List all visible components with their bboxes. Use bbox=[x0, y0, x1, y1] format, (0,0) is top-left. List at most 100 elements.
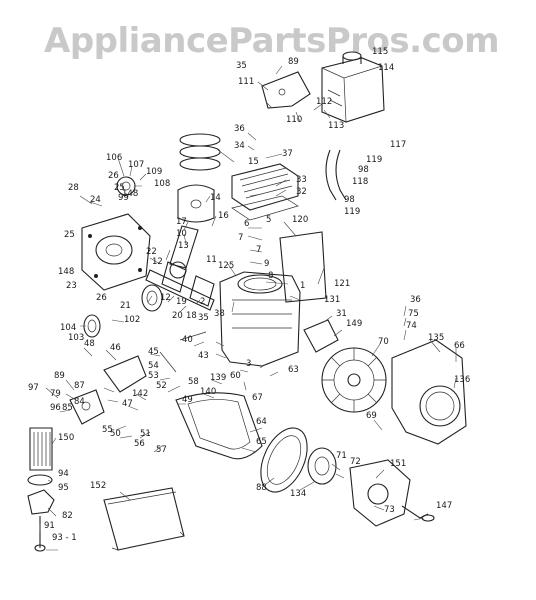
part-callout: 119 bbox=[366, 155, 382, 165]
part-callout: 121 bbox=[334, 279, 350, 289]
part-callout: 47 bbox=[122, 399, 133, 409]
part-callout: 142 bbox=[132, 389, 148, 399]
part-callout: 99 bbox=[118, 193, 129, 203]
part-callout: 147 bbox=[436, 501, 452, 511]
part-callout: 70 bbox=[378, 337, 389, 347]
part-callout: 11 bbox=[206, 255, 217, 265]
part-callout: 64 bbox=[256, 417, 267, 427]
part-callout: 111 bbox=[238, 77, 254, 87]
part-callout: 151 bbox=[390, 459, 406, 469]
part-callout: 7 bbox=[238, 233, 243, 243]
part-callout: 28 bbox=[68, 183, 79, 193]
part-callout: 114 bbox=[378, 63, 394, 73]
cam-gear bbox=[141, 284, 163, 312]
part-callout: 46 bbox=[110, 343, 121, 353]
part-callout: 73 bbox=[384, 505, 395, 515]
part-callout: 20 bbox=[172, 311, 183, 321]
part-callout: 23 bbox=[66, 281, 77, 291]
part-callout: 72 bbox=[350, 457, 361, 467]
part-callout: 14 bbox=[210, 193, 221, 203]
piston-rings bbox=[179, 133, 221, 171]
part-callout: 53 bbox=[148, 371, 159, 381]
part-callout: 112 bbox=[316, 97, 332, 107]
part-callout: 3 bbox=[246, 359, 251, 369]
part-callout: 25 bbox=[114, 183, 125, 193]
part-callout: 24 bbox=[90, 195, 101, 205]
part-callout: 75 bbox=[408, 309, 419, 319]
part-callout: 139 bbox=[210, 373, 226, 383]
part-callout: 57 bbox=[156, 445, 167, 455]
part-callout: 115 bbox=[372, 47, 388, 57]
part-callout: 149 bbox=[346, 319, 362, 329]
rewind-starter bbox=[349, 459, 435, 527]
part-callout: 52 bbox=[156, 381, 167, 391]
part-callout: 9 bbox=[264, 259, 269, 269]
part-callout: 21 bbox=[120, 301, 131, 311]
engine-block bbox=[219, 271, 301, 367]
part-callout: 12 bbox=[160, 293, 171, 303]
part-callout: 150 bbox=[58, 433, 74, 443]
part-callout: 13 bbox=[178, 241, 189, 251]
part-callout: 37 bbox=[282, 149, 293, 159]
part-callout: 32 bbox=[296, 187, 307, 197]
flywheel-screen bbox=[260, 427, 308, 493]
muffler-assembly bbox=[321, 51, 385, 123]
part-callout: 66 bbox=[454, 341, 465, 351]
part-callout: 84 bbox=[74, 397, 85, 407]
part-callout: 17 bbox=[176, 217, 187, 227]
flywheel bbox=[321, 347, 387, 413]
oil-seal bbox=[83, 314, 101, 338]
part-callout: 135 bbox=[428, 333, 444, 343]
cylinder-head bbox=[231, 163, 299, 211]
part-callout: 87 bbox=[74, 381, 85, 391]
owners-manual bbox=[103, 487, 185, 551]
part-callout: 15 bbox=[248, 157, 259, 167]
part-callout: 97 bbox=[28, 383, 39, 393]
part-callout: 26 bbox=[108, 171, 119, 181]
exhaust-pipe bbox=[325, 149, 347, 201]
part-callout: 54 bbox=[148, 361, 159, 371]
part-callout: 134 bbox=[290, 489, 306, 499]
part-callout: 94 bbox=[58, 469, 69, 479]
base-plate bbox=[175, 392, 263, 460]
part-callout: 131 bbox=[324, 295, 340, 305]
piston bbox=[177, 184, 215, 223]
part-callout: 8 bbox=[268, 271, 273, 281]
part-callout: 82 bbox=[62, 511, 73, 521]
part-callout: 10 bbox=[176, 229, 187, 239]
part-callout: 22 bbox=[146, 247, 157, 257]
part-callout: 96 bbox=[50, 403, 61, 413]
part-callout: 7 bbox=[256, 245, 261, 255]
part-callout: 12 bbox=[152, 257, 163, 267]
part-callout: 19 bbox=[176, 297, 187, 307]
carburetor bbox=[69, 389, 105, 425]
part-callout: 55 bbox=[102, 425, 113, 435]
watermark: AppliancePartsPros.com bbox=[44, 21, 499, 61]
part-callout: 45 bbox=[148, 347, 159, 357]
part-callout: 50 bbox=[110, 429, 121, 439]
part-callout: 95 bbox=[58, 483, 69, 493]
part-callout: 56 bbox=[134, 439, 145, 449]
part-callout: 36 bbox=[234, 124, 245, 134]
part-callout: 108 bbox=[154, 179, 170, 189]
part-callout: 33 bbox=[296, 175, 307, 185]
part-callout: 48 bbox=[84, 339, 95, 349]
part-callout: 31 bbox=[336, 309, 347, 319]
part-callout: 65 bbox=[256, 437, 267, 447]
part-callout: 102 bbox=[124, 315, 140, 325]
ignition-coil bbox=[303, 319, 339, 353]
part-callout: 104 bbox=[60, 323, 76, 333]
part-callout: 36 bbox=[410, 295, 421, 305]
part-callout: 148 bbox=[58, 267, 74, 277]
part-callout: 106 bbox=[106, 153, 122, 163]
part-callout: 89 bbox=[288, 57, 299, 67]
part-callout: 43 bbox=[198, 351, 209, 361]
governor-linkage bbox=[103, 331, 207, 393]
part-callout: 117 bbox=[390, 140, 406, 150]
crankshaft bbox=[145, 261, 215, 311]
part-callout: 63 bbox=[288, 365, 299, 375]
starter-cup bbox=[307, 447, 337, 485]
part-callout: 16 bbox=[218, 211, 229, 221]
